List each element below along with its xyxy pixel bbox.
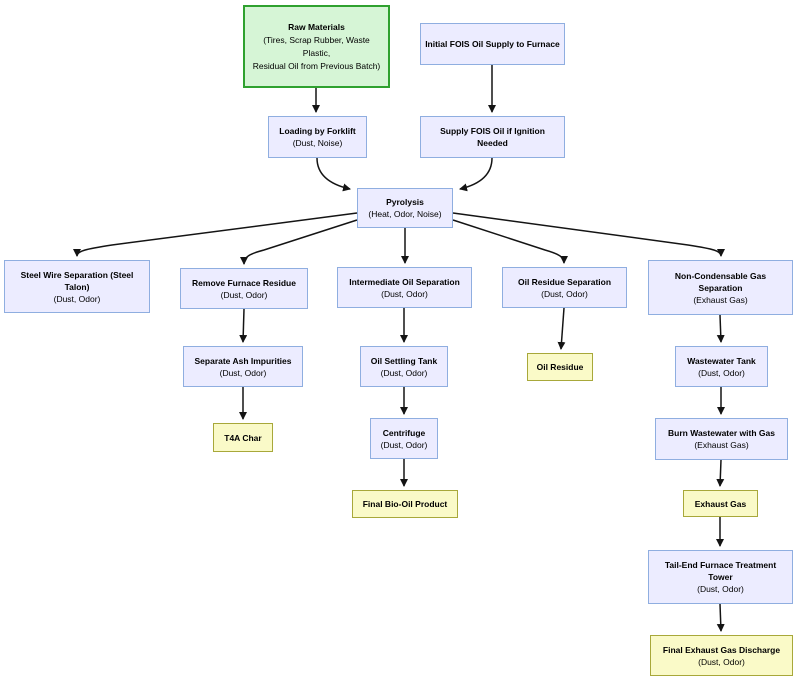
node-subtitle: (Dust, Noise)	[292, 138, 343, 148]
edge-burn-wastewater-with-gas-exhaust-gas	[716, 459, 725, 487]
node-title: Oil Residue Separation	[517, 276, 612, 287]
node-subtitle: (Dust, Odor)	[380, 367, 428, 378]
node-raw-materials: Raw Materials (Tires, Scrap Rubber, Waste…	[243, 5, 390, 88]
edge-supply-fois-oil-pyrolysis	[459, 157, 493, 192]
node-steel-wire-separation: Steel Wire Separation (Steel Talon)(Dust…	[4, 260, 150, 313]
node-title: Loading by Forklift	[279, 126, 356, 136]
node-tail-end-furnace-treatment-tower: Tail-End Furnace Treatment Tower (Dust, O…	[648, 550, 793, 604]
node-separate-ash-impurities: Separate Ash Impurities(Dust, Odor)	[183, 346, 303, 387]
node-title: Final Bio-Oil Product	[362, 499, 448, 509]
node-initial-fois-supply: Initial FOIS Oil Supply to Furnace	[420, 23, 565, 65]
edge-pyrolysis-oil-residue-separation	[452, 219, 568, 264]
node-subtitle: (Heat, Odor, Noise)	[368, 209, 442, 219]
node-final-exhaust-gas-discharge: Final Exhaust Gas Discharge(Dust, Odor)	[650, 635, 793, 676]
node-subtitle: (Dust, Odor)	[541, 288, 588, 299]
node-t4a-char: T4A Char	[213, 423, 273, 452]
node-remove-furnace-residue: Remove Furnace Residue(Dust, Odor)	[180, 268, 308, 309]
node-title: Burn Wastewater with Gas	[668, 428, 775, 438]
node-subtitle: (Exhaust Gas)	[694, 440, 749, 450]
node-subtitle: (Dust, Odor)	[53, 293, 101, 304]
node-title: Non-Condensable Gas Separation	[674, 270, 767, 293]
edge-non-condensable-gas-separation-wastewater-tank	[716, 314, 725, 343]
node-subtitle: (Dust, Odor)	[220, 289, 268, 300]
edge-pyrolysis-non-condensable-gas-separation	[452, 212, 725, 257]
node-title: Oil Residue	[536, 362, 584, 372]
node-subtitle: (Dust, Odor)	[381, 288, 428, 299]
edge-remove-furnace-residue-separate-ash-impurities	[239, 308, 248, 343]
node-oil-residue-separation: Oil Residue Separation(Dust, Odor)	[502, 267, 627, 308]
node-subtitle: (Dust, Odor)	[697, 584, 744, 594]
node-title: Supply FOIS Oil if Ignition Needed	[440, 126, 545, 148]
node-loading-by-forklift: Loading by Forklift (Dust, Noise)	[268, 116, 367, 158]
node-oil-settling-tank: Oil Settling Tank(Dust, Odor)	[360, 346, 448, 387]
node-title: Steel Wire Separation (Steel Talon)	[20, 269, 134, 292]
node-subtitle: (Tires, Scrap Rubber, Waste Plastic, Res…	[252, 34, 381, 71]
node-title: Centrifuge	[382, 427, 426, 438]
node-non-condensable-gas-separation: Non-Condensable Gas Separation(Exhaust G…	[648, 260, 793, 315]
node-subtitle: (Dust, Odor)	[219, 367, 267, 378]
edge-loading-by-forklift-pyrolysis	[316, 157, 351, 192]
node-title: Tail-End Furnace Treatment Tower	[664, 560, 777, 582]
edge-pyrolysis-steel-wire-separation	[73, 212, 358, 257]
node-subtitle: (Dust, Odor)	[698, 367, 745, 378]
node-final-bio-oil-product: Final Bio-Oil Product	[352, 490, 458, 518]
node-title: Oil Settling Tank	[370, 355, 438, 366]
node-title: Wastewater Tank	[687, 355, 756, 366]
edge-tail-end-furnace-treatment-tower-final-exhaust-gas-discharge	[716, 603, 725, 632]
node-oil-residue: Oil Residue	[527, 353, 593, 381]
node-pyrolysis: Pyrolysis (Heat, Odor, Noise)	[357, 188, 453, 228]
node-title: Intermediate Oil Separation	[349, 276, 460, 287]
node-subtitle: (Dust, Odor)	[698, 656, 745, 667]
node-wastewater-tank: Wastewater Tank(Dust, Odor)	[675, 346, 768, 387]
node-title: Initial FOIS Oil Supply to Furnace	[425, 39, 560, 49]
node-title: Final Exhaust Gas Discharge	[662, 644, 781, 655]
node-title: Pyrolysis	[386, 197, 424, 207]
node-subtitle: (Dust, Odor)	[380, 439, 428, 450]
node-title: Exhaust Gas	[694, 498, 747, 509]
node-title: Raw Materials	[288, 21, 345, 32]
node-subtitle: (Exhaust Gas)	[693, 294, 748, 305]
edge-oil-residue-separation-oil-residue	[557, 307, 566, 350]
node-exhaust-gas: Exhaust Gas	[683, 490, 758, 517]
node-intermediate-oil-separation: Intermediate Oil Separation(Dust, Odor)	[337, 267, 472, 308]
node-title: Remove Furnace Residue	[192, 277, 296, 288]
node-centrifuge: Centrifuge(Dust, Odor)	[370, 418, 438, 459]
node-burn-wastewater-with-gas: Burn Wastewater with Gas (Exhaust Gas)	[655, 418, 788, 460]
node-title: Separate Ash Impurities	[194, 355, 292, 366]
edge-pyrolysis-remove-furnace-residue	[240, 219, 358, 265]
node-supply-fois-oil: Supply FOIS Oil if Ignition Needed	[420, 116, 565, 158]
node-title: T4A Char	[224, 432, 262, 443]
